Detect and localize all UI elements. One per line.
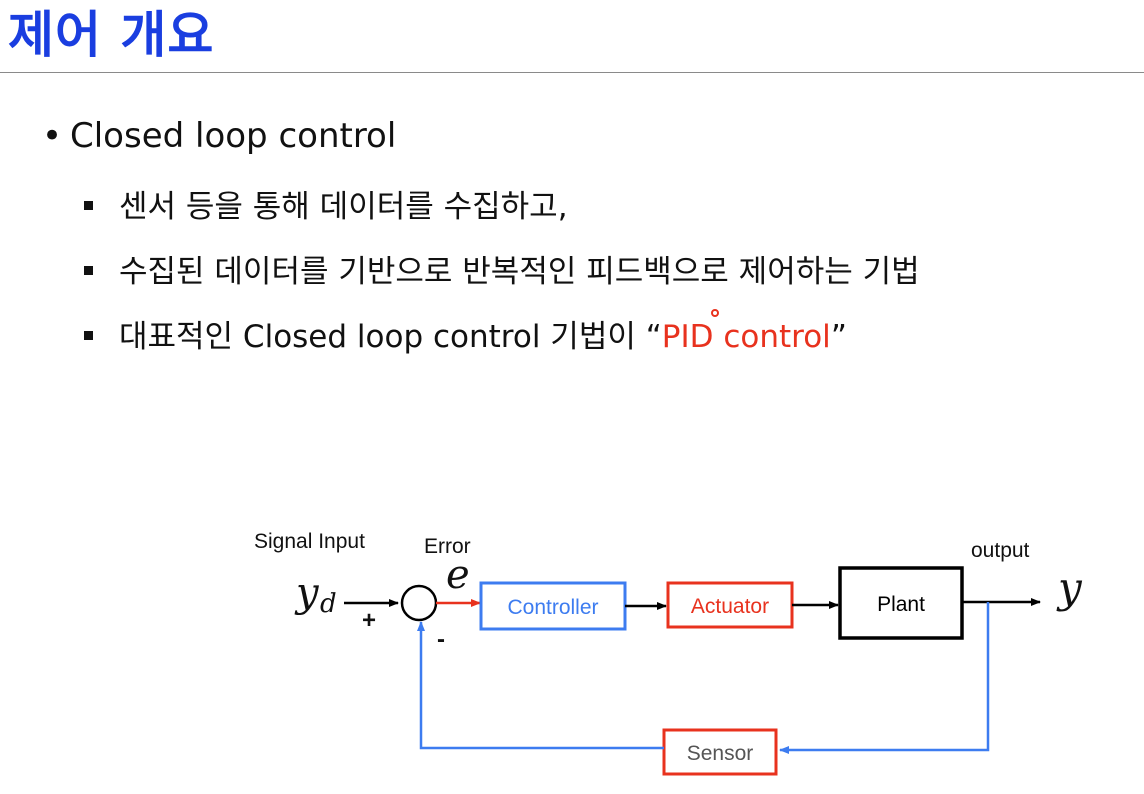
y-symbol: y xyxy=(1056,563,1083,612)
pointer-mark-icon xyxy=(711,309,719,317)
signal-input-label: Signal Input xyxy=(254,530,365,553)
minus-sign: - xyxy=(437,626,445,653)
yd-symbol-main: y xyxy=(294,570,320,616)
e-symbol: e xyxy=(446,552,470,598)
title-divider xyxy=(0,72,1144,73)
subbullet-2: 수집된 데이터를 기반으로 반복적인 피드백으로 제어하는 기법 xyxy=(84,251,920,293)
feedback-to-sensor-line xyxy=(779,602,990,754)
subbullet-1: 센서 등을 통해 데이터를 수집하고, xyxy=(84,186,568,228)
slide-title: 제어 개요 xyxy=(8,6,215,64)
bullet-dot: • xyxy=(42,116,63,156)
actuator-label: Actuator xyxy=(691,595,769,618)
plant-label: Plant xyxy=(877,593,925,616)
square-bullet-icon xyxy=(84,201,93,210)
sensor-to-junction-line xyxy=(417,621,664,750)
controller-label: Controller xyxy=(507,596,598,619)
subbullet-2-text: 수집된 데이터를 기반으로 반복적인 피드백으로 제어하는 기법 xyxy=(119,254,920,290)
quote-open: “ xyxy=(645,319,662,355)
pid-block-diagram: Signal Input Error output y d e y + - Co… xyxy=(254,530,1083,776)
sensor-label: Sensor xyxy=(687,742,754,765)
output-label: output xyxy=(971,539,1030,562)
quote-close: ” xyxy=(830,319,847,355)
pid-control-highlight: PID control xyxy=(661,319,831,355)
subbullet-3-prefix: 대표적인 Closed loop control 기법이 xyxy=(119,319,646,355)
bullet-text: Closed loop control xyxy=(70,116,397,156)
summing-junction xyxy=(400,584,438,622)
error-label: Error xyxy=(424,535,471,558)
subbullet-1-text: 센서 등을 통해 데이터를 수집하고, xyxy=(119,189,568,225)
square-bullet-icon xyxy=(84,266,93,275)
subbullet-3: 대표적인 Closed loop control 기법이 “PID contro… xyxy=(84,316,847,358)
plus-sign: + xyxy=(362,607,376,634)
bullet-closed-loop: •Closed loop control xyxy=(42,114,396,158)
sensor-block xyxy=(662,728,778,776)
yd-symbol-sub: d xyxy=(320,589,337,619)
square-bullet-icon xyxy=(84,331,93,340)
